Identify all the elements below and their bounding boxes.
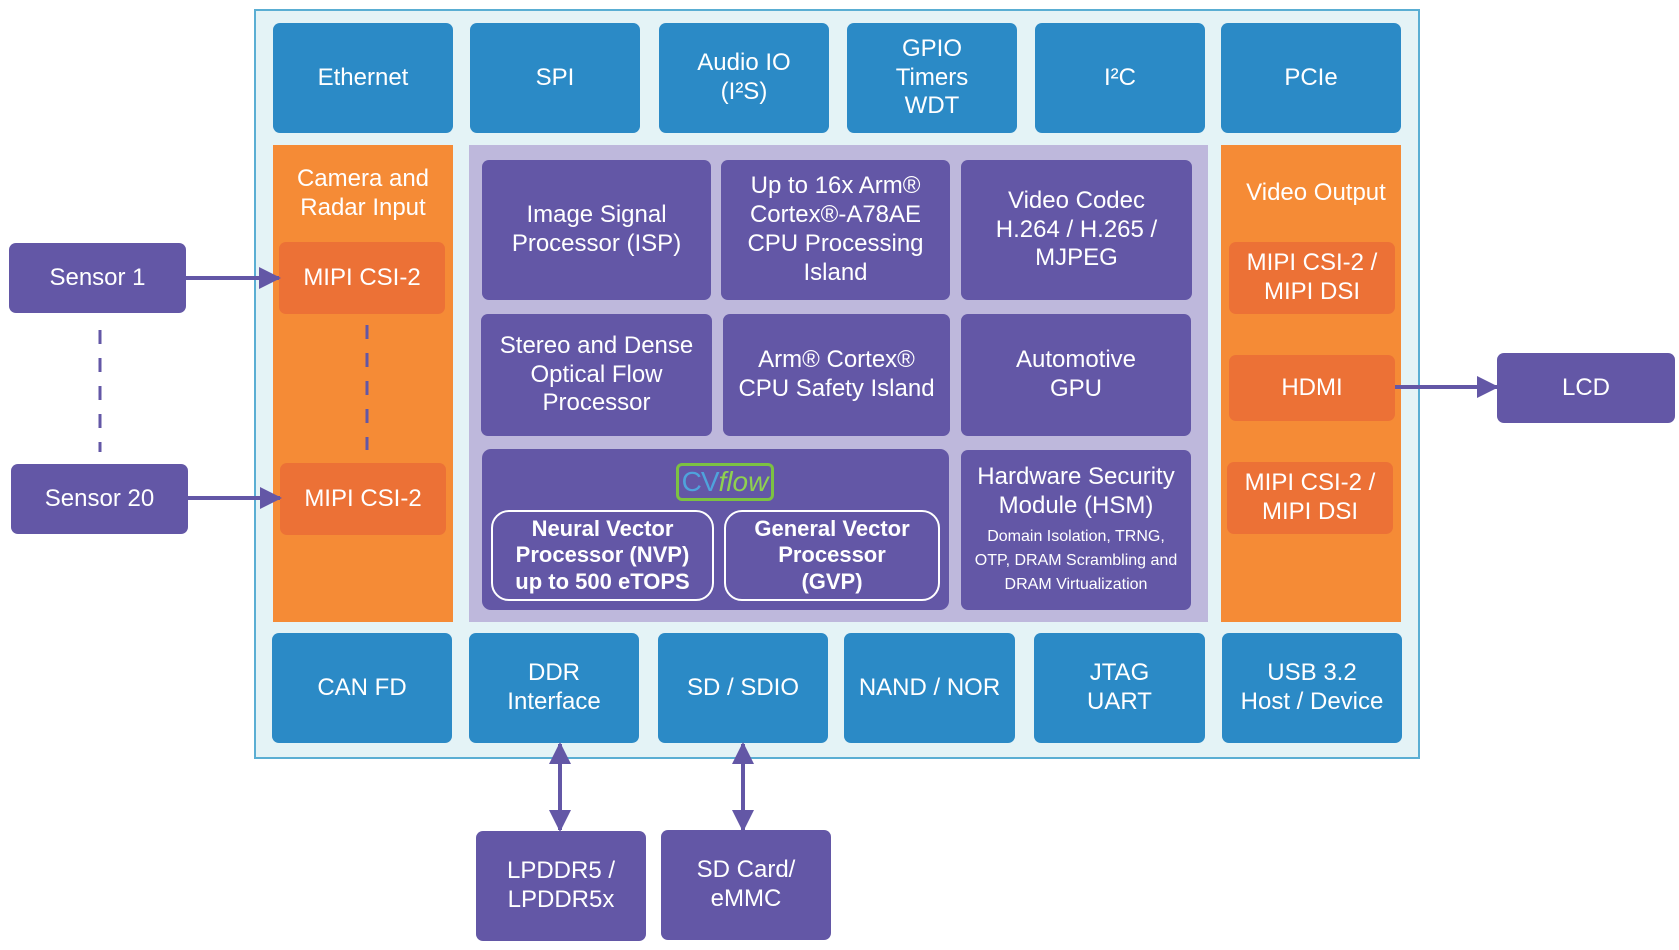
optical-flow-processor-block: Stereo and Dense Optical Flow Processor — [481, 314, 712, 436]
interface-nand-nor: NAND / NOR — [844, 633, 1015, 743]
interface-pcie: PCIe — [1221, 23, 1401, 133]
interface-gpio-timers-wdt: GPIO Timers WDT — [847, 23, 1017, 133]
video-out-mipi-1: MIPI CSI-2 / MIPI DSI — [1229, 242, 1395, 314]
sensor-1: Sensor 1 — [9, 243, 186, 313]
cpu-safety-island-block: Arm® Cortex® CPU Safety Island — [723, 314, 950, 436]
mipi-csi2-input-20: MIPI CSI-2 — [280, 463, 446, 535]
gvp-block: General Vector Processor (GVP) — [724, 510, 940, 601]
nvp-block: Neural Vector Processor (NVP) up to 500 … — [491, 510, 714, 601]
video-out-mipi-2: MIPI CSI-2 / MIPI DSI — [1227, 462, 1393, 534]
isp-block: Image Signal Processor (ISP) — [482, 160, 711, 300]
interface-sd-sdio: SD / SDIO — [658, 633, 828, 743]
hsm-detail: Domain Isolation, TRNG, OTP, DRAM Scramb… — [974, 527, 1178, 593]
interface-can-fd: CAN FD — [272, 633, 452, 743]
lpddr5-memory: LPDDR5 / LPDDR5x — [476, 831, 646, 941]
cvflow-block — [482, 449, 949, 610]
interface-spi: SPI — [470, 23, 640, 133]
cvflow-logo-cv: CV — [681, 466, 720, 497]
cvflow-logo-flow: flow — [718, 466, 769, 497]
interface-i2c: I²C — [1035, 23, 1205, 133]
automotive-gpu-block: Automotive GPU — [961, 314, 1191, 436]
hsm-title: Hardware Security Module (HSM) — [977, 463, 1175, 519]
interface-usb: USB 3.2 Host / Device — [1222, 633, 1402, 743]
video-output-title: Video Output — [1246, 179, 1386, 206]
sd-card-emmc: SD Card/ eMMC — [661, 830, 831, 940]
video-codec-block: Video Codec H.264 / H.265 / MJPEG — [961, 160, 1192, 300]
lcd-display: LCD — [1497, 353, 1675, 423]
interface-jtag-uart: JTAG UART — [1034, 633, 1205, 743]
cpu-processing-island-block: Up to 16x Arm® Cortex®-A78AE CPU Process… — [721, 160, 950, 300]
hsm-block: Hardware Security Module (HSM) Domain Is… — [961, 450, 1191, 610]
interface-ethernet: Ethernet — [273, 23, 453, 133]
sensor-20: Sensor 20 — [11, 464, 188, 534]
mipi-csi2-input-1: MIPI CSI-2 — [279, 242, 445, 314]
camera-radar-input-title: Camera and Radar Input — [296, 165, 430, 221]
video-out-hdmi: HDMI — [1229, 355, 1395, 421]
camera-radar-input-panel: Camera and Radar Input — [273, 145, 453, 622]
interface-ddr: DDR Interface — [469, 633, 639, 743]
interface-audio-io: Audio IO (I²S) — [659, 23, 829, 133]
